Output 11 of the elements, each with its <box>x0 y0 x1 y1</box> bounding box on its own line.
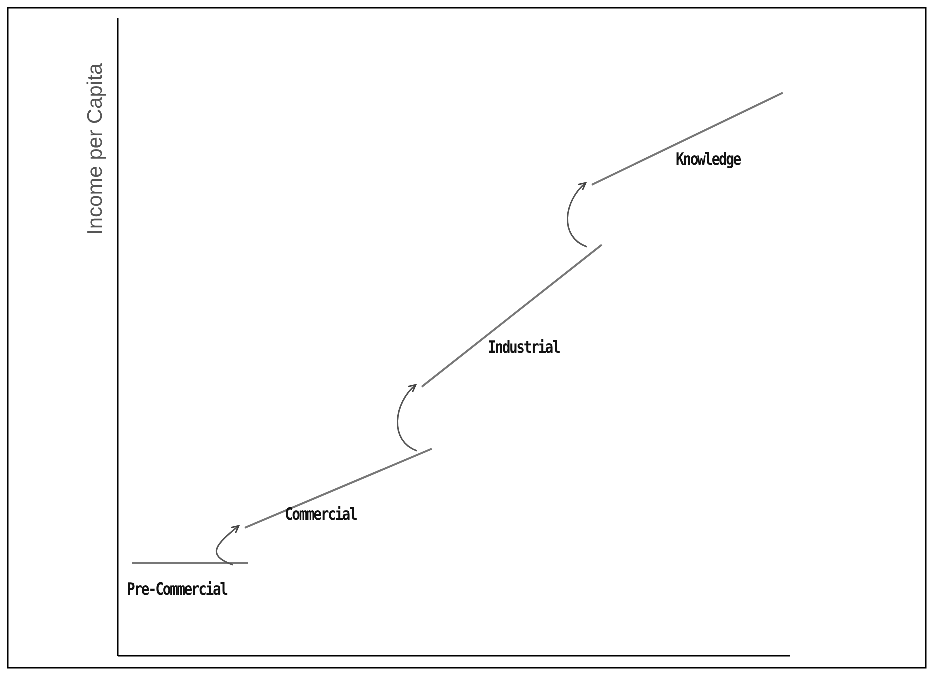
stage-label: Commercial <box>285 505 357 525</box>
curved-arrow <box>216 525 240 566</box>
stage-label: Knowledge <box>676 150 740 170</box>
curved-arrow <box>567 182 588 248</box>
stage-line <box>592 92 783 186</box>
stage-line <box>422 244 602 388</box>
curved-arrow <box>397 384 418 452</box>
stage-label: Industrial <box>488 338 560 358</box>
axis-label: Income per Capita <box>84 63 108 235</box>
stage-line <box>245 448 432 530</box>
stage-label: Pre-Commercial <box>127 580 228 600</box>
